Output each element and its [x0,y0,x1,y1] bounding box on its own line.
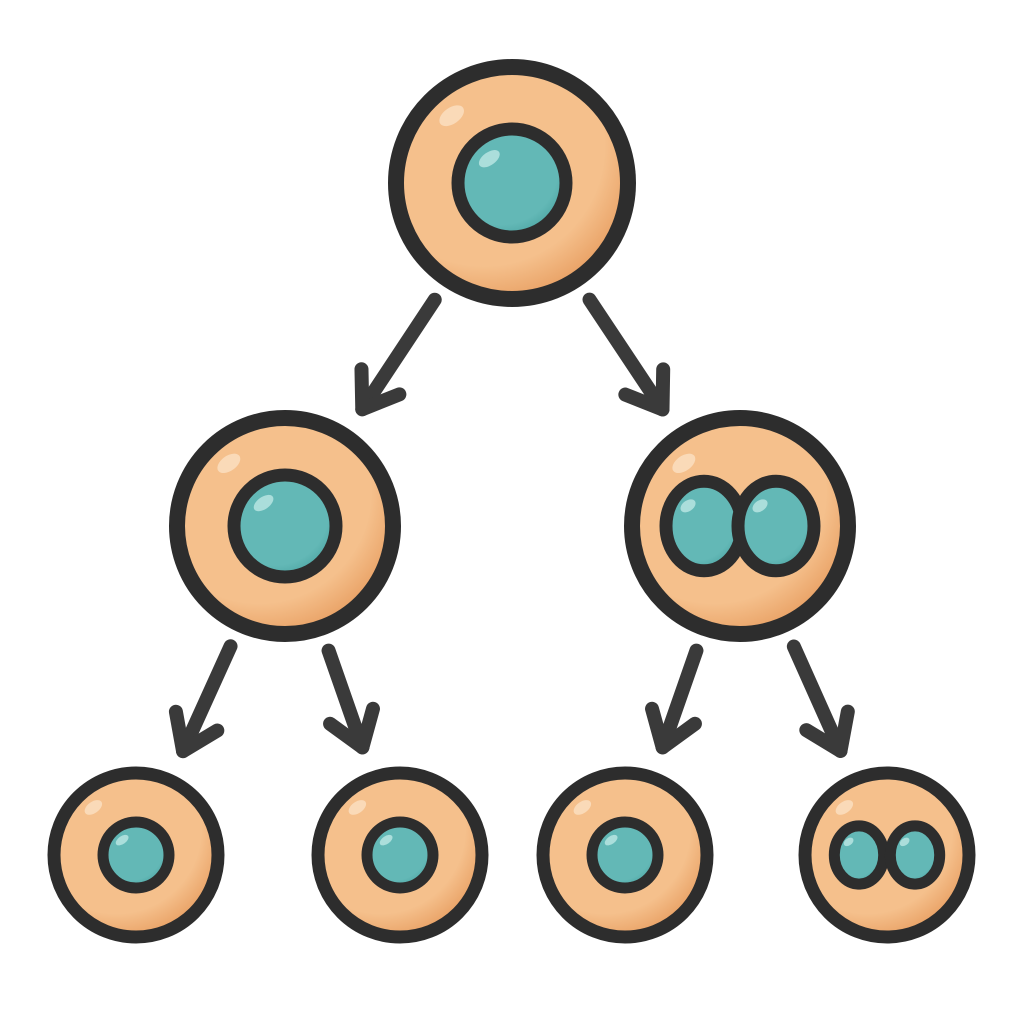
arrow-daughter-cell-right-to-granddaughter-cell-4 [786,639,855,758]
nucleus-1 [659,474,749,578]
arrow-daughter-cell-left-to-granddaughter-cell-2 [321,643,380,755]
nucleus-2 [731,474,821,578]
cell-highlight [439,105,464,127]
cell-highlight [348,800,367,815]
cell-highlight [217,453,241,474]
granddaughter-cell-2 [311,766,489,944]
arrow-parent-cell-to-daughter-cell-right [582,292,671,417]
parent-cell [388,59,636,307]
arrow-daughter-cell-left-to-granddaughter-cell-1 [168,639,238,759]
nucleus [451,122,573,244]
cell-highlight [672,453,696,474]
nucleus-2 [884,820,946,890]
cell-highlight [84,800,103,815]
arrow-daughter-cell-right-to-granddaughter-cell-3 [645,643,704,755]
cell-highlight [835,800,854,815]
arrow-parent-cell-to-daughter-cell-left [354,292,442,417]
granddaughter-cell-4 [798,766,976,944]
nucleus [361,816,439,894]
nucleus-1 [828,820,890,890]
cells [47,59,976,944]
daughter-cell-left [169,410,401,642]
granddaughter-cell-3 [536,766,714,944]
granddaughter-cell-1 [47,766,225,944]
daughter-cell-right [624,410,856,642]
cell-highlight [573,800,592,815]
nucleus [97,816,175,894]
nucleus [227,468,343,584]
arrows [168,292,855,759]
nucleus [586,816,664,894]
